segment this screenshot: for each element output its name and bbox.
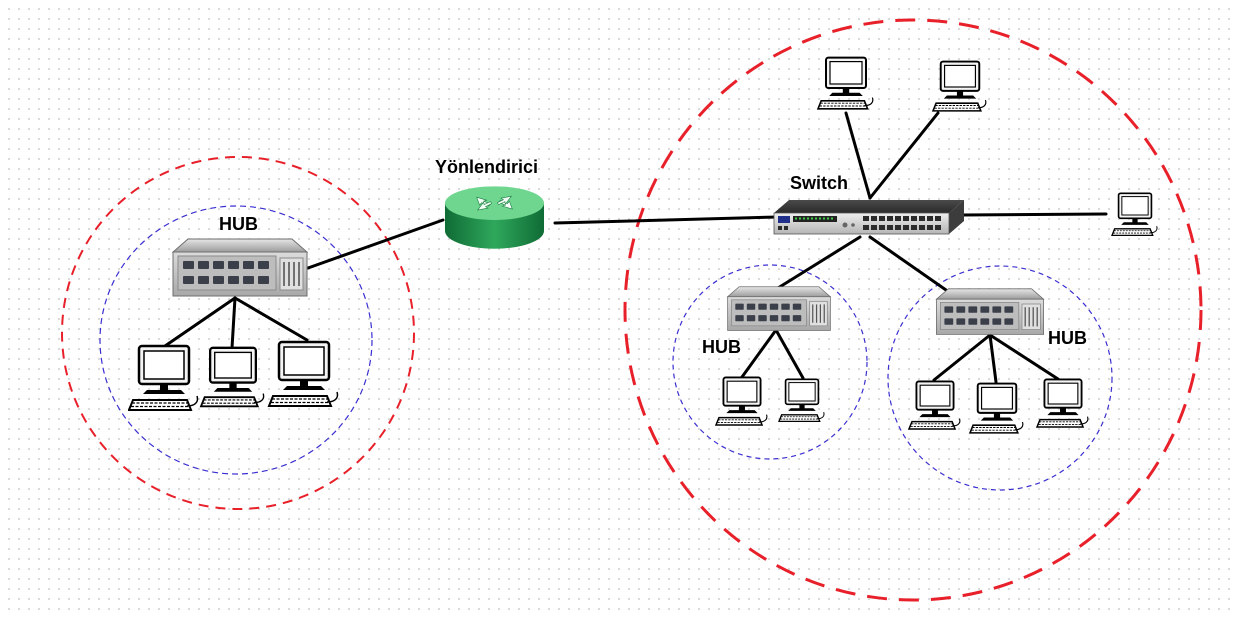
right-hub-a-label: HUB [702,337,741,357]
link-hub-router [306,218,445,270]
link-switch-hub-a [776,235,862,290]
switch-icon [773,199,965,235]
right-hub-a-icon [726,286,832,332]
link-switch-pc-top-left [844,111,872,200]
workstation-icon [267,340,339,408]
left-hub-icon [172,238,308,297]
link-switch-pc-top-right [868,111,940,200]
right-hub-b-label: HUB [1048,328,1087,348]
workstation-icon [907,380,962,431]
right-hub-a-domain-boundary [672,264,868,460]
left-collision-domain-boundary [61,156,415,510]
link-switch-hub-b [868,235,948,292]
switch-label: Switch [790,173,849,193]
workstation-icon [816,56,875,111]
left-hub-label: HUB [219,214,258,234]
link-left-hub-pc2 [230,296,237,350]
link-left-hub-pc3 [233,296,309,342]
workstation-icon [968,382,1025,435]
workstation-icon [931,60,988,113]
router-icon [444,186,545,249]
link-hub-b-pc2 [988,333,998,384]
workstation-icon [128,344,199,412]
workstation-icon [1035,378,1090,429]
router-label: Yönlendirici [435,157,539,177]
link-hub-b-pc1 [932,333,992,382]
link-hub-b-pc3 [988,333,1060,381]
workstation-icon [714,376,769,427]
link-hub-a-pc2 [774,328,805,380]
right-hub-b-domain-boundary [887,265,1113,491]
link-hub-a-pc1 [740,328,778,379]
right-hub-b-icon [935,288,1045,336]
workstation-icon [778,378,826,423]
workstation-icon [1110,192,1159,237]
left-hub-domain-boundary [99,205,373,475]
right-collision-domain-boundary [623,18,1203,602]
workstation-icon [199,346,265,408]
link-router-switch [553,215,780,225]
link-left-hub-pc1 [163,296,237,348]
link-switch-pc-right [960,212,1108,217]
